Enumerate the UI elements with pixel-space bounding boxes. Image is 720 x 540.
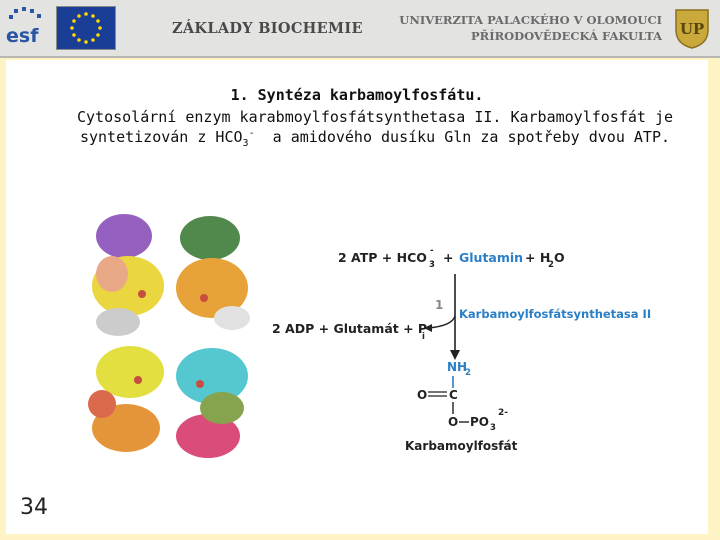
product-name: Karbamoylfosfát: [405, 439, 518, 453]
heading-number: 1.: [230, 86, 249, 104]
reactants-sup: -: [430, 246, 434, 256]
glutamin-label: Glutamin: [459, 250, 523, 265]
reactants-a: 2 ATP + HCO: [338, 250, 427, 265]
enzyme-structure-image: [88, 214, 250, 458]
slide-text-line-3: syntetizován z HCO3- a amidového dusíku …: [0, 128, 720, 149]
line3-sup: -: [248, 128, 255, 139]
eu-flag-logo: [56, 6, 116, 50]
nh2-group: NH: [447, 360, 467, 374]
oxygen-double: O: [417, 388, 427, 402]
reactants-plus: +: [443, 250, 453, 265]
side-arrow: [427, 315, 456, 329]
enzyme-name: Karbamoylfosfátsynthetasa II: [459, 307, 651, 321]
esf-logo: esf: [4, 6, 48, 48]
line3-pre: syntetizován z HCO: [79, 128, 243, 146]
side-arrow-head: [424, 324, 432, 332]
esf-logo-text: esf: [6, 25, 39, 47]
nh2-sub: 2: [465, 368, 471, 378]
step-number: 1: [435, 298, 443, 312]
university-line-2: PŘÍRODOVĚDECKÁ FAKULTA: [470, 29, 662, 43]
slide-text-line-2: Cytosolární enzym karabmoylfosfátsynthet…: [76, 108, 674, 126]
reaction-scheme: 2 ATP + HCO 3 - + Glutamin + H 2 O 1 Kar…: [272, 246, 651, 453]
oxygen-bridge: O: [448, 415, 458, 429]
crest-letters: UP: [680, 20, 704, 38]
products-a: 2 ADP + Glutamát + P: [272, 321, 427, 336]
course-title: ZÁKLADY BIOCHEMIE: [172, 20, 363, 37]
university-name: UNIVERZITA PALACKÉHO V OLOMOUCI PŘÍRODOV…: [399, 12, 662, 44]
university-crest-icon: UP: [675, 9, 709, 49]
slide-heading: 1. Syntéza karbamoylfosfátu.: [0, 86, 714, 104]
water-o: O: [554, 250, 565, 265]
products-sub: i: [422, 332, 425, 342]
water-sub: 2: [548, 260, 554, 270]
header-bar: esf ZÁKLADY BIOCHEMIE UNIVERZITA PALACKÉ…: [0, 0, 720, 58]
line3-post: a amidového dusíku Gln za spotřeby dvou …: [254, 128, 671, 146]
reactants-b: + H: [525, 250, 550, 265]
po3-sub: 3: [490, 423, 496, 433]
line3-sub: 3: [242, 138, 249, 149]
heading-text: Syntéza karbamoylfosfátu.: [257, 86, 484, 104]
carbon-atom: C: [449, 388, 458, 402]
university-line-1: UNIVERZITA PALACKÉHO V OLOMOUCI: [399, 13, 662, 27]
reactants-sub: 3: [429, 260, 435, 270]
po3-charge: 2-: [498, 408, 508, 418]
arrow-head: [450, 350, 460, 360]
phosphate-group: PO: [470, 415, 489, 429]
page-number: 34: [20, 495, 48, 520]
